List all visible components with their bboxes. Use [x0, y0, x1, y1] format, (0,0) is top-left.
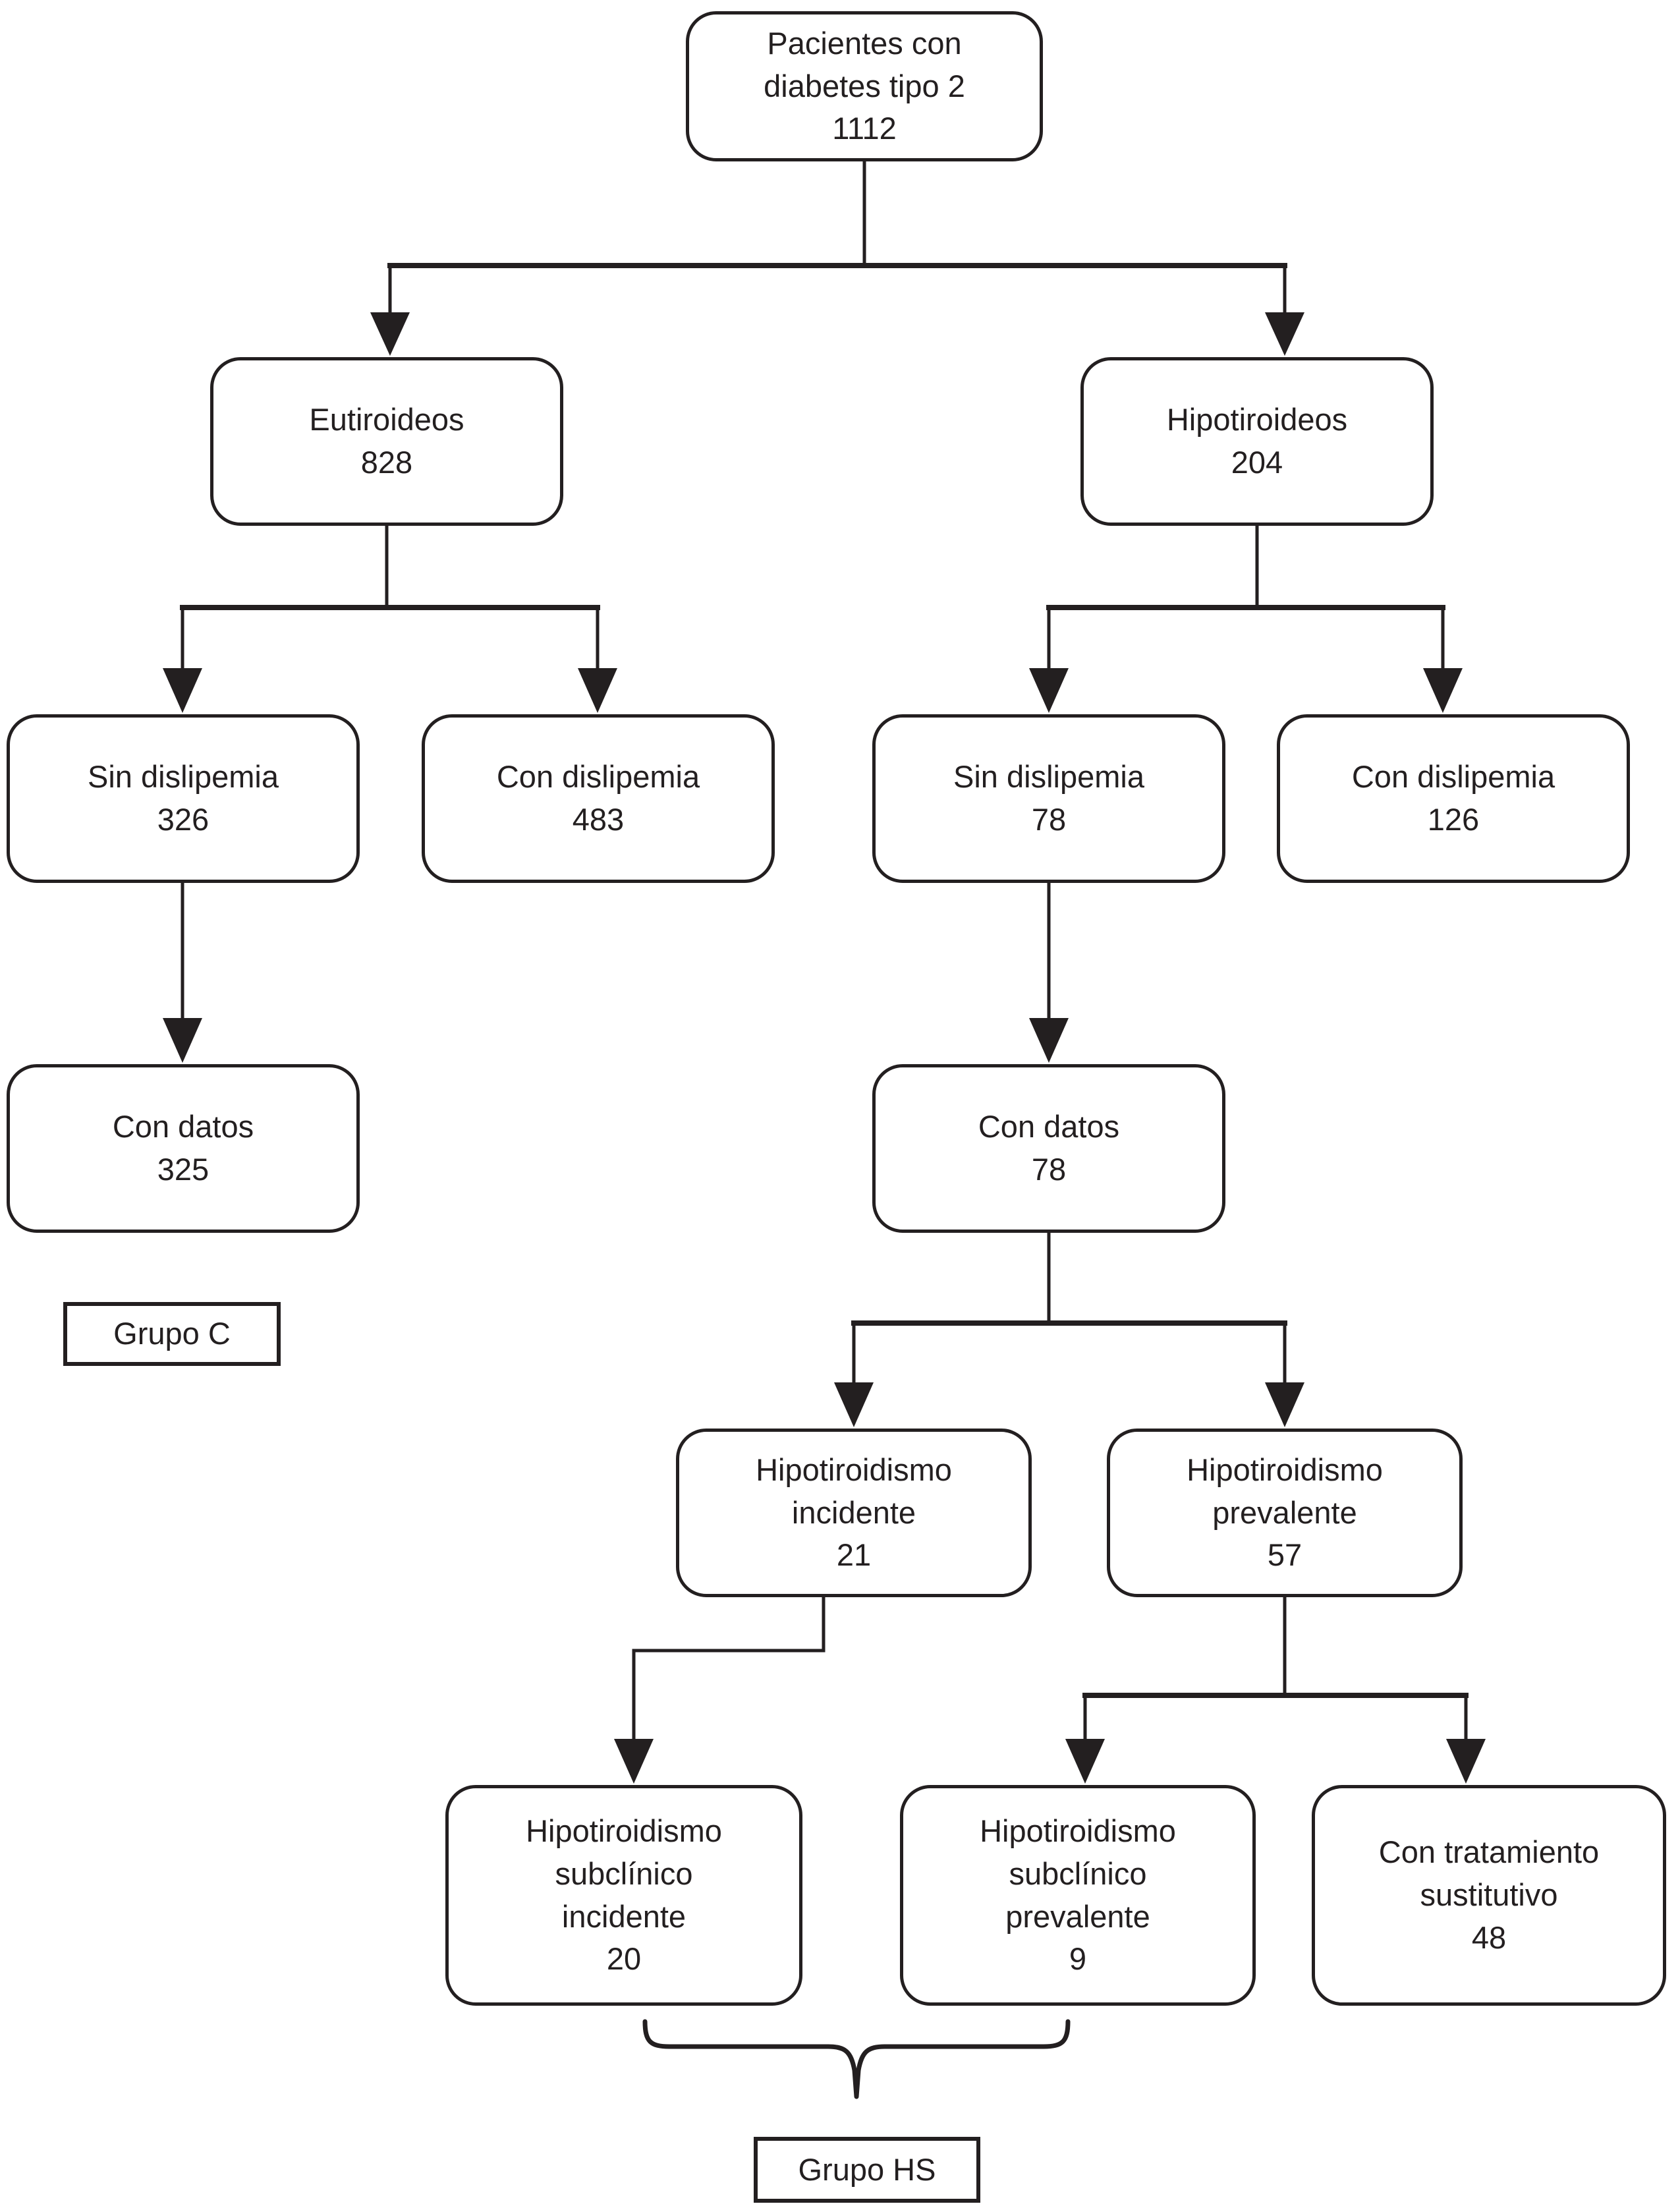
edge-incidente-subclinico — [614, 1595, 826, 1784]
node-hipotiroidismo-prevalente: Hipotiroidismo prevalente 57 — [1107, 1429, 1463, 1597]
node-line: Sin dislipemia — [88, 759, 279, 795]
node-line: Eutiroideos — [309, 402, 464, 438]
node-tratamiento-sustitutivo: Con tratamiento sustitutivo 48 — [1312, 1785, 1666, 2006]
node-line: 48 — [1471, 1919, 1507, 1955]
node-pacientes-diabetes: Pacientes con diabetes tipo 2 1112 — [686, 11, 1043, 161]
node-line: Con dislipemia — [496, 759, 700, 795]
node-line: Pacientes con — [767, 25, 962, 61]
node-line: 326 — [157, 802, 210, 837]
node-subclinico-incidente: Hipotiroidismo subclínico incidente 20 — [445, 1785, 802, 2006]
node-line: subclínico — [1009, 1855, 1147, 1891]
node-line: 204 — [1231, 445, 1283, 480]
node-con-datos-hipotiroideos: Con datos 78 — [872, 1064, 1225, 1233]
edge-eutiroideos-split — [163, 524, 617, 713]
node-line: Hipotiroidismo — [980, 1813, 1176, 1848]
edge-prevalente-split — [1065, 1595, 1486, 1784]
node-line: Sin dislipemia — [953, 759, 1144, 795]
edge-root-split — [370, 160, 1304, 356]
edge-sin326-datos325 — [163, 881, 202, 1063]
node-line: incidente — [561, 1898, 686, 1934]
node-line: Grupo HS — [798, 2151, 936, 2187]
node-hipotiroideos: Hipotiroideos 204 — [1080, 357, 1434, 526]
node-line: 126 — [1427, 802, 1480, 837]
edge-sin78-datos78 — [1029, 881, 1069, 1063]
node-line: subclínico — [555, 1855, 693, 1891]
node-line: Hipotiroidismo — [756, 1452, 952, 1487]
node-line: 78 — [1031, 802, 1067, 837]
group-hs-brace — [642, 2019, 1071, 2099]
node-line: 57 — [1267, 1537, 1302, 1573]
node-line: 1112 — [832, 111, 897, 146]
node-line: prevalente — [1005, 1898, 1150, 1934]
node-hipotiroidismo-incidente: Hipotiroidismo incidente 21 — [676, 1429, 1032, 1597]
node-con-dislipemia-hipotiroideos: Con dislipemia 126 — [1277, 714, 1630, 883]
node-line: prevalente — [1212, 1494, 1357, 1530]
node-sin-dislipemia-eutiroideos: Sin dislipemia 326 — [7, 714, 360, 883]
node-line: incidente — [791, 1494, 916, 1530]
node-eutiroideos: Eutiroideos 828 — [210, 357, 563, 526]
node-line: Grupo C — [113, 1316, 231, 1351]
node-line: Con tratamiento — [1378, 1834, 1600, 1870]
node-line: 20 — [606, 1941, 642, 1977]
node-grupo-hs: Grupo HS — [754, 2137, 980, 2203]
edge-hipotiroideos-split — [1029, 524, 1463, 713]
node-line: 483 — [572, 802, 625, 837]
node-grupo-c: Grupo C — [63, 1302, 281, 1366]
node-con-datos-eutiroideos: Con datos 325 — [7, 1064, 360, 1233]
node-line: 325 — [157, 1152, 210, 1187]
node-sin-dislipemia-hipotiroideos: Sin dislipemia 78 — [872, 714, 1225, 883]
node-line: 828 — [360, 445, 413, 480]
node-line: diabetes tipo 2 — [764, 68, 965, 103]
node-line: sustitutivo — [1420, 1877, 1558, 1913]
node-line: Hipotiroideos — [1166, 402, 1348, 438]
node-line: Hipotiroidismo — [1187, 1452, 1383, 1487]
node-line: 9 — [1069, 1941, 1087, 1977]
node-line: 21 — [836, 1537, 872, 1573]
node-line: Con dislipemia — [1351, 759, 1555, 795]
node-subclinico-prevalente: Hipotiroidismo subclínico prevalente 9 — [900, 1785, 1256, 2006]
node-con-dislipemia-eutiroideos: Con dislipemia 483 — [422, 714, 775, 883]
node-line: Con datos — [978, 1109, 1120, 1145]
edge-datos78-split — [834, 1231, 1304, 1427]
node-line: 78 — [1031, 1152, 1067, 1187]
node-line: Hipotiroidismo — [526, 1813, 722, 1848]
node-line: Con datos — [112, 1109, 254, 1145]
